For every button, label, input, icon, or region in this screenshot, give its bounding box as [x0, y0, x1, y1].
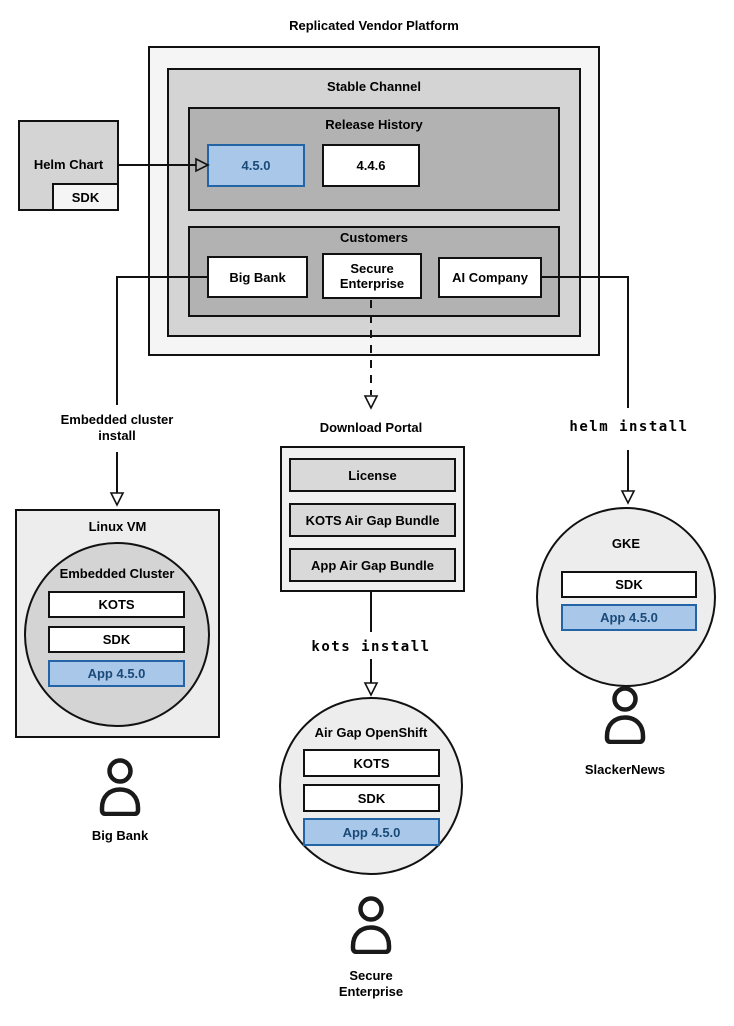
big-bank-persona-label: Big Bank [91, 828, 149, 843]
embedded-kots-box: KOTS [48, 591, 185, 618]
customers-label: Customers [340, 230, 408, 245]
stable-channel-label: Stable Channel [327, 79, 421, 94]
secure-enterprise-persona-line1: Secure [349, 968, 393, 983]
user-icon [350, 896, 392, 954]
helm-install-label: helm install [569, 419, 689, 435]
embedded-app-label: App 4.5.0 [87, 666, 146, 681]
embedded-install-line1: Embedded cluster [60, 412, 174, 427]
helm-chart-sdk-box: SDK [52, 183, 119, 211]
arrowhead-gke [620, 490, 636, 505]
secure-enterprise-user-icon [349, 896, 393, 954]
customer-secure-enterprise: Secure Enterprise [322, 253, 422, 299]
arrowhead-air-gap-openshift [363, 682, 379, 697]
embedded-install-label: Embedded cluster install [47, 412, 187, 444]
embedded-install-line2: install [98, 428, 136, 443]
user-icon [99, 758, 141, 816]
platform-title: Replicated Vendor Platform [289, 18, 459, 33]
secure-enterprise-persona-line2: Enterprise [338, 984, 404, 999]
customer-ai-company: AI Company [438, 257, 542, 298]
air-gap-openshift-title: Air Gap OpenShift [314, 725, 428, 740]
gke-sdk-box: SDK [561, 571, 697, 598]
portal-app-airgap-label: App Air Gap Bundle [310, 557, 435, 573]
embedded-sdk-label: SDK [102, 632, 131, 647]
airgap-sdk-label: SDK [357, 790, 386, 806]
portal-kots-airgap-box: KOTS Air Gap Bundle [289, 503, 456, 537]
helm-chart-sdk-label: SDK [71, 189, 100, 205]
helm-chart-label: Helm Chart [33, 157, 104, 172]
customer-big-bank: Big Bank [207, 256, 308, 298]
airgap-app-box: App 4.5.0 [303, 818, 440, 846]
airgap-sdk-box: SDK [303, 784, 440, 812]
release-history-label: Release History [325, 117, 423, 132]
gke-sdk-label: SDK [615, 577, 643, 592]
release-4-4-6-label: 4.4.6 [356, 158, 386, 173]
big-bank-user-icon [98, 758, 142, 816]
customer-big-bank-label: Big Bank [229, 269, 286, 285]
portal-app-airgap-box: App Air Gap Bundle [289, 548, 456, 582]
airgap-app-label: App 4.5.0 [342, 824, 401, 840]
linux-vm-title: Linux VM [88, 519, 147, 534]
gke-app-label: App 4.5.0 [600, 610, 658, 625]
embedded-kots-label: KOTS [98, 597, 135, 612]
slackernews-persona-label: SlackerNews [584, 762, 666, 777]
user-icon [604, 686, 646, 744]
release-4-5-0: 4.5.0 [207, 144, 305, 187]
airgap-kots-box: KOTS [303, 749, 440, 777]
arrowhead-linux-vm [109, 492, 125, 507]
portal-license-box: License [289, 458, 456, 492]
secure-enterprise-persona-label: Secure Enterprise [311, 968, 431, 1000]
customer-secure-enterprise-label: Secure Enterprise [339, 261, 405, 291]
embedded-sdk-box: SDK [48, 626, 185, 653]
embedded-cluster-title: Embedded Cluster [59, 566, 175, 581]
download-portal-title: Download Portal [319, 420, 423, 435]
release-4-4-6: 4.4.6 [322, 144, 420, 187]
release-4-5-0-label: 4.5.0 [241, 158, 271, 173]
embedded-app-box: App 4.5.0 [48, 660, 185, 687]
portal-kots-airgap-label: KOTS Air Gap Bundle [305, 512, 440, 528]
kots-install-label: kots install [311, 639, 431, 655]
portal-license-label: License [348, 467, 397, 483]
customer-ai-company-label: AI Company [452, 270, 528, 285]
arrowhead-download-portal [363, 395, 379, 410]
gke-title: GKE [611, 536, 641, 551]
airgap-kots-label: KOTS [353, 755, 390, 771]
slackernews-user-icon [603, 686, 647, 744]
gke-app-box: App 4.5.0 [561, 604, 697, 631]
